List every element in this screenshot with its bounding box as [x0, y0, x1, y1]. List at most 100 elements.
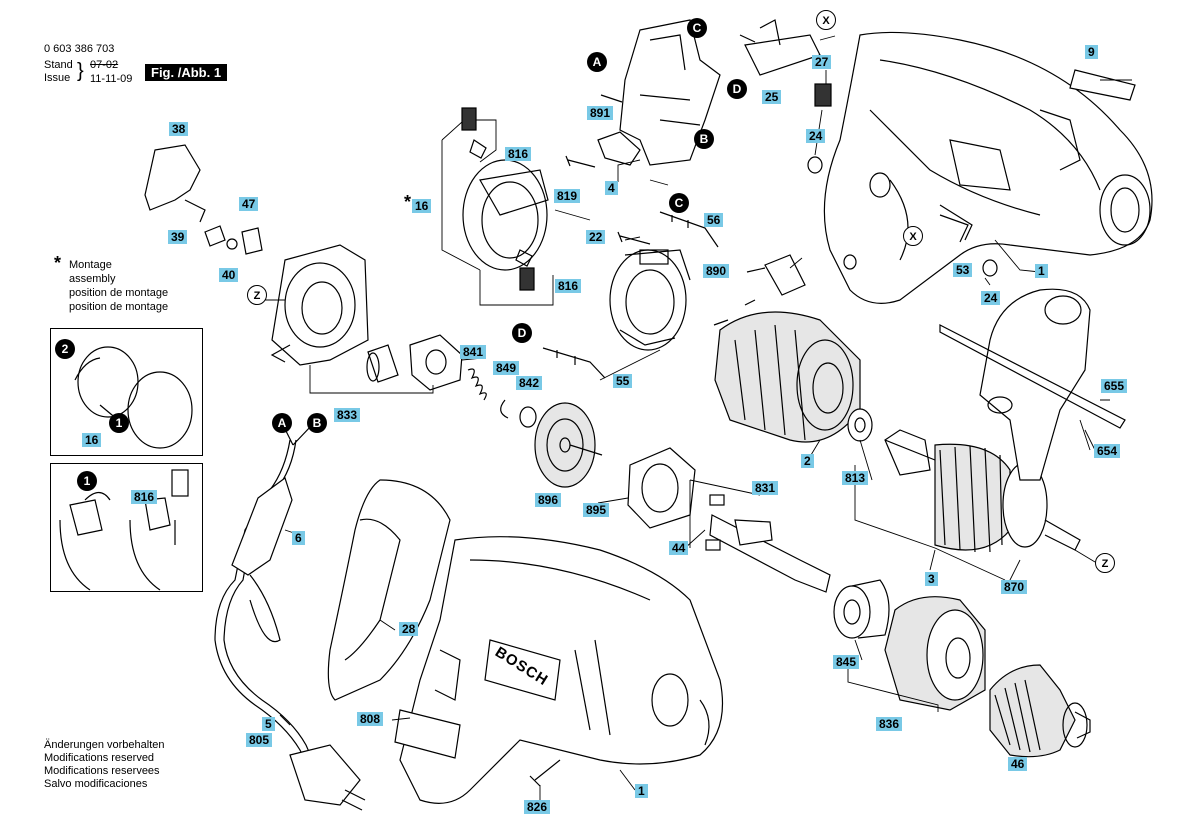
- part-label-1-bottom[interactable]: 1: [635, 784, 648, 798]
- part-label-870[interactable]: 870: [1001, 580, 1028, 594]
- label-808-drawing: [394, 709, 461, 759]
- part-label-4[interactable]: 4: [605, 181, 618, 195]
- housing-shell-drawing: [823, 31, 1153, 304]
- aux-handle-drawing: [939, 288, 1126, 481]
- marker-c-mid: C: [669, 193, 689, 213]
- bearing-holder-841-drawing: [409, 334, 463, 391]
- part-label-816-mid[interactable]: 816: [555, 279, 582, 293]
- issue-label: Issue: [44, 72, 71, 84]
- part-label-831[interactable]: 831: [752, 481, 779, 495]
- part-label-46[interactable]: 46: [1008, 757, 1028, 771]
- marker-b-top: B: [694, 129, 714, 149]
- part-label-655[interactable]: 655: [1101, 379, 1128, 393]
- note-asterisk: *: [54, 253, 62, 273]
- brush-holder-lower-drawing: [609, 249, 691, 351]
- bearing-833-drawing: [367, 344, 399, 383]
- figure-label: Fig. /Abb. 1: [145, 64, 228, 81]
- part-label-836[interactable]: 836: [876, 717, 903, 731]
- footer-line-2: Modifications reserved: [44, 752, 155, 764]
- part-label-895[interactable]: 895: [583, 503, 610, 517]
- spring-849-drawing: [467, 368, 487, 401]
- part-label-833[interactable]: 833: [334, 408, 361, 422]
- gear-housing-836-drawing: [847, 596, 986, 712]
- part-label-654[interactable]: 654: [1094, 444, 1121, 458]
- part-label-819[interactable]: 819: [554, 189, 581, 203]
- part-label-56[interactable]: 56: [704, 213, 724, 227]
- stator-drawing: [713, 299, 861, 443]
- footer-line-1: Änderungen vorbehalten: [44, 739, 165, 751]
- part-label-53[interactable]: 53: [953, 263, 973, 277]
- note-line-3: position de montage: [69, 287, 169, 299]
- part-label-845[interactable]: 845: [833, 655, 860, 669]
- screw-22-drawing: [617, 231, 651, 245]
- bearing-845-drawing: [833, 579, 890, 639]
- part-label-6[interactable]: 6: [292, 531, 305, 545]
- inset-box-brush-replacement: [50, 463, 203, 592]
- part-label-841[interactable]: 841: [460, 345, 487, 359]
- part-label-891[interactable]: 891: [587, 106, 614, 120]
- step-1-marker: 1: [109, 413, 129, 433]
- screw-819-drawing: [565, 155, 596, 168]
- marker-d-mid: D: [512, 323, 532, 343]
- wire-lead-55-drawing: [542, 347, 606, 379]
- part-label-9[interactable]: 9: [1085, 45, 1098, 59]
- spindle-831-drawing: [689, 479, 831, 593]
- washer-24a-drawing: [807, 156, 823, 174]
- switch-module-drawing: [619, 19, 721, 166]
- part-label-842[interactable]: 842: [516, 376, 543, 390]
- step-2-marker: 2: [55, 339, 75, 359]
- part-label-39[interactable]: 39: [168, 230, 188, 244]
- part-label-3[interactable]: 3: [925, 572, 938, 586]
- part-label-25[interactable]: 25: [762, 90, 782, 104]
- part-label-38[interactable]: 38: [169, 122, 189, 136]
- part-label-5[interactable]: 5: [262, 717, 275, 731]
- part-label-890[interactable]: 890: [703, 264, 730, 278]
- part-label-896[interactable]: 896: [535, 493, 562, 507]
- part-27-drawing: [814, 83, 832, 107]
- part-label-849[interactable]: 849: [493, 361, 520, 375]
- drill-housing-drawing: [399, 536, 724, 804]
- note-line-4: position de montage: [69, 301, 169, 313]
- marker-c-top: C: [687, 18, 707, 38]
- gear-896-drawing: [534, 402, 603, 488]
- part-label-55[interactable]: 55: [613, 374, 633, 388]
- part-label-16-inset[interactable]: 16: [82, 433, 102, 447]
- step-1-marker-b: 1: [77, 471, 97, 491]
- part-label-1-top[interactable]: 1: [1035, 264, 1048, 278]
- inset-box-brush-holder: [50, 328, 203, 456]
- part-label-28[interactable]: 28: [399, 622, 419, 636]
- part-label-16-mid[interactable]: 16: [412, 199, 432, 213]
- part-label-44[interactable]: 44: [669, 541, 689, 555]
- leader-lines: [250, 35, 1132, 800]
- part-label-816-top[interactable]: 816: [505, 147, 532, 161]
- stand-label: Stand: [44, 59, 73, 71]
- part-label-47[interactable]: 47: [239, 197, 259, 211]
- part-label-816-inset[interactable]: 816: [131, 490, 158, 504]
- part-label-808[interactable]: 808: [357, 712, 384, 726]
- part-label-826[interactable]: 826: [524, 800, 551, 814]
- brace: }: [77, 60, 84, 82]
- ring-895-drawing: [627, 447, 696, 529]
- issue-date: 11-11-09: [90, 73, 133, 85]
- marker-a-top: A: [587, 52, 607, 72]
- armature-drawing: [854, 429, 1081, 581]
- brush-holder-upper-drawing: [441, 107, 554, 306]
- part-label-805[interactable]: 805: [246, 733, 273, 747]
- marker-x-top: X: [816, 10, 836, 30]
- part-label-24-mid[interactable]: 24: [981, 291, 1001, 305]
- part-label-27[interactable]: 27: [812, 55, 832, 69]
- washer-842-drawing: [519, 406, 537, 428]
- handle-cover-drawing: [327, 479, 451, 701]
- part-label-40[interactable]: 40: [219, 268, 239, 282]
- wire-lead-56-drawing: [659, 211, 719, 248]
- inset-2-drawing: [59, 469, 189, 591]
- part-label-22[interactable]: 22: [586, 230, 606, 244]
- note-line-1: Montage: [69, 259, 112, 271]
- power-cable-drawing: [214, 424, 366, 811]
- part-label-813[interactable]: 813: [842, 471, 869, 485]
- marker-b-cable: B: [307, 413, 327, 433]
- part-label-24-top[interactable]: 24: [806, 129, 826, 143]
- suppressor-890-drawing: [746, 254, 806, 296]
- part-label-2[interactable]: 2: [801, 454, 814, 468]
- footer-line-3: Modifications reservees: [44, 765, 160, 777]
